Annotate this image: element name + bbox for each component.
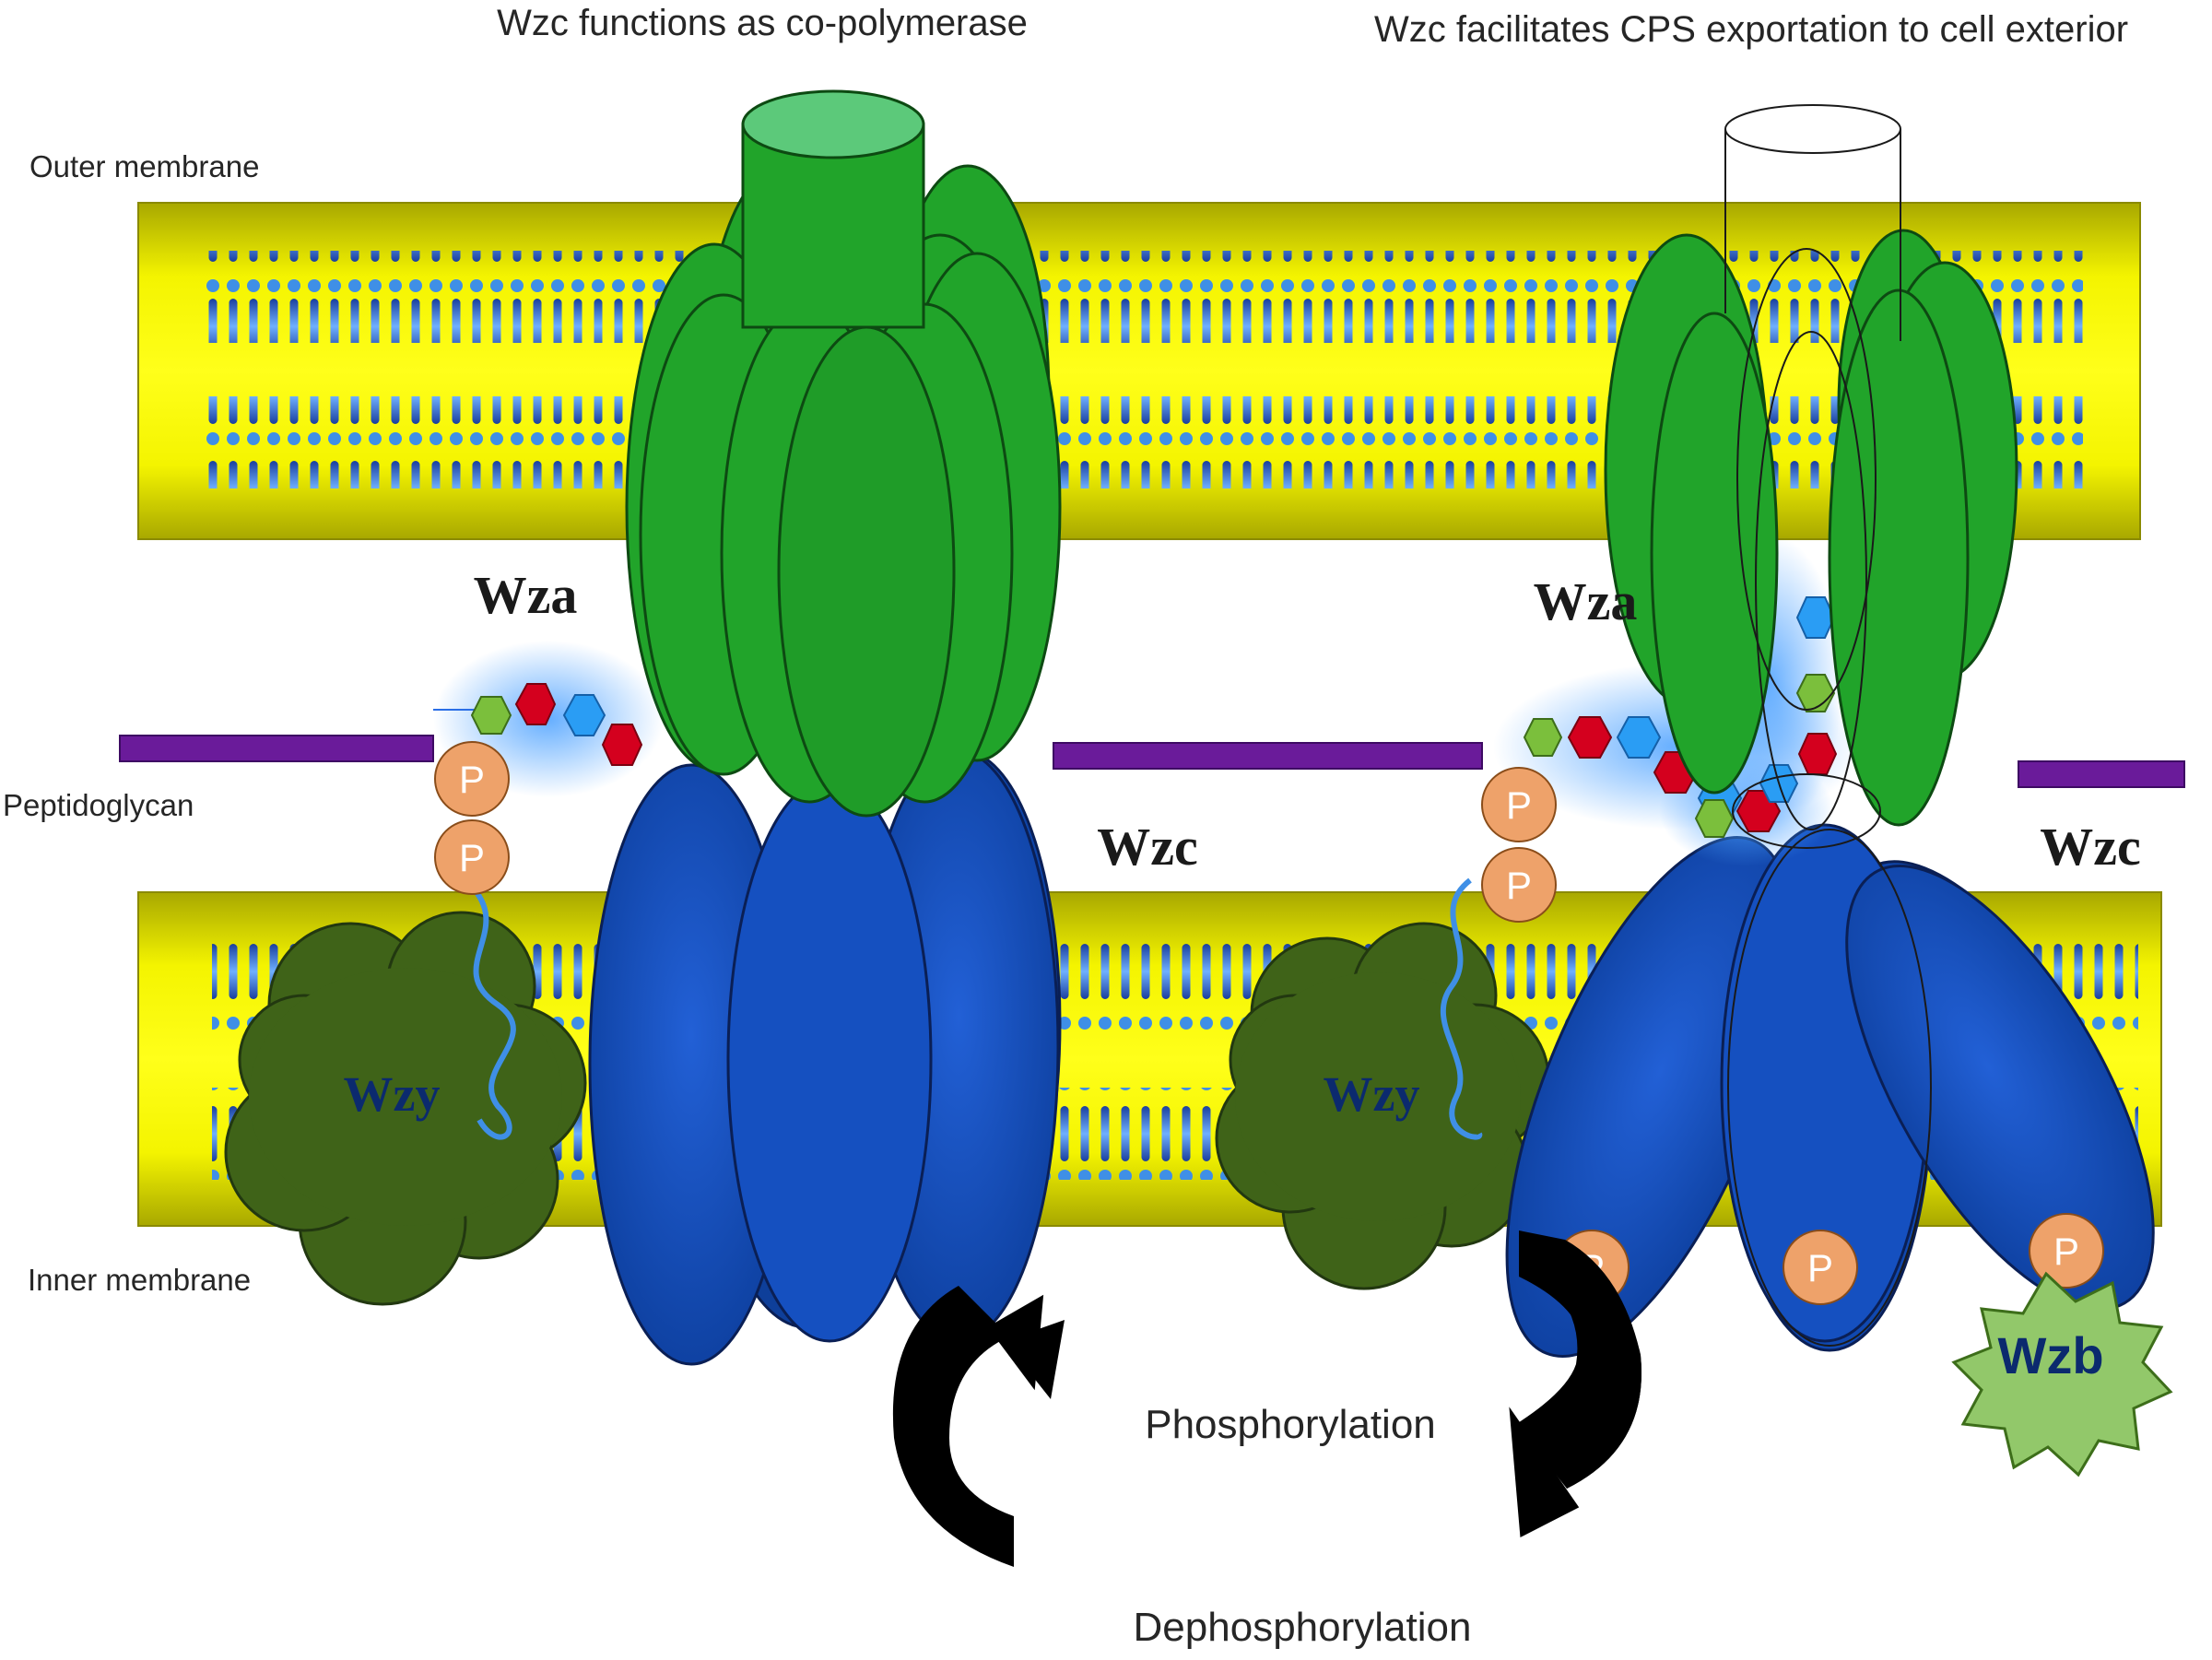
sugar-hexagon [514, 683, 557, 725]
wza-left [625, 89, 1062, 818]
wza-right-label: Wza [1534, 571, 1638, 631]
wza-right [1604, 229, 2018, 827]
sugar-hexagon [1694, 799, 1735, 838]
wzy-left-label: Wzy [344, 1066, 441, 1122]
sugar-hexagon [1616, 716, 1662, 759]
label-inner-membrane: Inner membrane [28, 1263, 251, 1297]
peptidoglycan-layer [119, 735, 2185, 788]
title-left: Wzc functions as co-polymerase [497, 3, 1028, 43]
sugar-hexagon [1797, 733, 1838, 775]
phosphate-wzc-3: P [2029, 1213, 2104, 1289]
sugar-hexagon [1567, 716, 1613, 759]
phosphate-left-2: P [434, 819, 510, 895]
sugar-hexagon [470, 696, 512, 735]
wzc-right-label: Wzc [2040, 817, 2141, 877]
svg-text:P: P [459, 758, 485, 801]
svg-text:P: P [1506, 864, 1532, 907]
phosphorylation-cycle-arrows [892, 1230, 1641, 1567]
wzb: Wzb [1951, 1271, 2173, 1478]
svg-text:P: P [1807, 1246, 1833, 1289]
sugar-hexagon [1795, 674, 1836, 712]
sugar-hexagon [601, 724, 643, 766]
polymer-tether-right [1440, 877, 1483, 1140]
phosphate-right-1: P [1481, 767, 1557, 842]
wzy-right: Wzy [1215, 922, 1550, 1290]
wzc-left [588, 749, 1062, 1366]
wza-right-channel [1724, 104, 1932, 1347]
svg-text:P: P [1506, 783, 1532, 827]
svg-text:P: P [459, 836, 485, 879]
label-peptidoglycan: Peptidoglycan [3, 788, 194, 822]
peptidoglycan-bar [1053, 742, 1483, 770]
wza-left-label: Wza [474, 565, 578, 625]
polymer-tether-left [467, 882, 516, 1140]
label-dephosphorylation: Dephosphorylation [1134, 1605, 1472, 1650]
phosphate-right-2: P [1481, 847, 1557, 923]
svg-text:P: P [2053, 1230, 2079, 1273]
peptidoglycan-bar [119, 735, 434, 762]
sugar-hexagon [1523, 718, 1563, 757]
label-outer-membrane: Outer membrane [29, 149, 259, 183]
phosphate-left-1: P [434, 741, 510, 817]
wzc-right [1505, 823, 2155, 1358]
wzy-right-label: Wzy [1324, 1066, 1420, 1122]
wzy-left: Wzy [224, 911, 587, 1306]
wzb-label: Wzb [1997, 1326, 2103, 1384]
wzc-left-label: Wzc [1097, 817, 1198, 877]
sugar-hexagon [1795, 596, 1836, 639]
phosphate-wzc-2: P [1783, 1230, 1858, 1305]
title-right: Wzc facilitates CPS exportation to cell … [1374, 9, 2128, 50]
sugar-hexagon [562, 694, 606, 736]
peptidoglycan-bar [2018, 760, 2185, 788]
label-phosphorylation: Phosphorylation [1145, 1402, 1436, 1447]
